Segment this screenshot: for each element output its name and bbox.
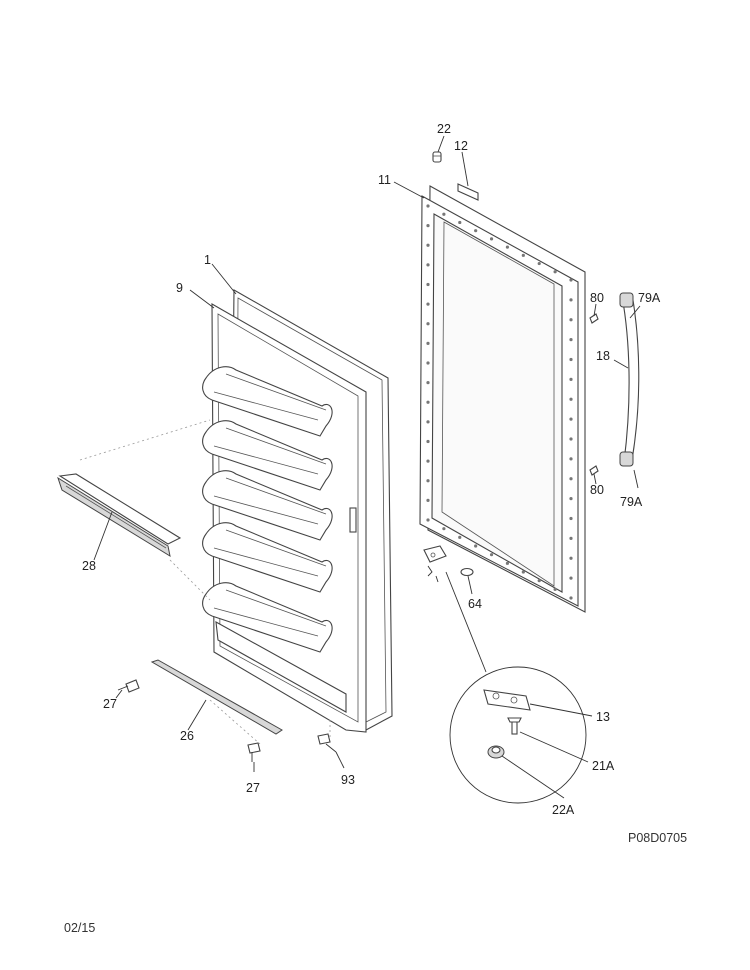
outer-door-panel: [419, 151, 586, 613]
rivet: [569, 417, 573, 421]
rivet: [569, 338, 573, 342]
rivet: [569, 497, 573, 501]
rivet: [553, 270, 557, 274]
callout-80-top: 80: [590, 291, 604, 305]
liner-bottom-ledge: [215, 621, 347, 713]
rivet: [569, 357, 573, 362]
door-shelf: [202, 366, 333, 437]
callout-18: 18: [596, 349, 610, 363]
handle-screw-bottom: [589, 465, 599, 476]
rivet: [426, 420, 430, 424]
rivet: [521, 253, 525, 257]
rivet: [505, 245, 510, 249]
rivet: [474, 229, 478, 233]
rivet: [569, 556, 573, 560]
rivet: [426, 361, 430, 365]
callout-93: 93: [341, 773, 355, 787]
rivet: [569, 477, 573, 481]
callout-27-bottom: 27: [246, 781, 260, 795]
nameplate: [457, 183, 479, 201]
rivet: [569, 576, 573, 580]
door-shelf: [202, 470, 333, 541]
rivet: [569, 536, 573, 540]
rivet: [521, 570, 525, 574]
door-shelf: [202, 420, 333, 491]
rivet: [537, 579, 541, 583]
latch-slot: [349, 507, 357, 533]
rivet: [537, 261, 541, 266]
date-code: 02/15: [64, 921, 95, 935]
callout-64: 64: [468, 597, 482, 611]
rivet: [426, 341, 430, 345]
rivet: [569, 397, 573, 401]
rivet: [569, 318, 573, 322]
rivet: [489, 553, 494, 557]
door-shelf: [202, 582, 333, 653]
rivet: [489, 237, 494, 241]
rivet: [569, 377, 573, 381]
rivet: [442, 212, 446, 216]
door-shelves: [202, 366, 347, 713]
bottom-trim-strip: [150, 659, 283, 735]
rivet: [569, 437, 573, 441]
callout-27-left: 27: [103, 697, 117, 711]
rivet: [426, 439, 430, 444]
rivet: [458, 220, 462, 225]
rivet: [505, 561, 510, 565]
callout-9: 9: [176, 281, 183, 295]
rivet: [553, 587, 557, 591]
hinge-detail-view: [445, 571, 587, 804]
callout-28: 28: [82, 559, 96, 573]
rivet: [426, 381, 430, 385]
rivet: [426, 400, 430, 404]
rivet: [426, 204, 430, 208]
callout-1: 1: [204, 253, 211, 267]
shelf-trim-strip: [57, 473, 182, 558]
callout-26: 26: [180, 729, 194, 743]
rivet: [426, 459, 430, 463]
rivet: [569, 516, 573, 521]
top-plug: [432, 151, 442, 163]
screw-93: [317, 733, 337, 753]
drawing-code: P08D0705: [628, 831, 687, 845]
door-liner-assembly: [79, 289, 393, 745]
rivet: [569, 457, 573, 461]
door-handle: [589, 292, 640, 476]
rivet: [426, 498, 430, 502]
door-shelf: [202, 522, 333, 593]
rivet: [426, 243, 430, 247]
rivet: [458, 535, 462, 539]
callout-80-bottom: 80: [590, 483, 604, 497]
leader-lines: [93, 135, 641, 799]
rivet: [474, 544, 478, 548]
screw-27-bottom: [247, 742, 261, 762]
lower-hinge-bracket: [423, 545, 447, 583]
callout-21a: 21A: [592, 759, 615, 773]
callout-22a: 22A: [552, 803, 575, 817]
rivet: [426, 518, 430, 522]
screw-27-left: [117, 679, 140, 693]
rivet: [426, 263, 430, 267]
rivet: [426, 282, 430, 287]
callout-79a-bottom: 79A: [620, 495, 643, 509]
washer: [460, 567, 474, 577]
callout-labels: 1 9 11 12 22 80 79A 18 80 79A 28 64 27 2…: [82, 122, 661, 817]
rivet: [426, 479, 430, 483]
callout-11: 11: [378, 173, 391, 187]
callout-13: 13: [596, 710, 610, 724]
rivet: [442, 527, 446, 531]
door-rivets: [426, 204, 573, 600]
callout-79a-top: 79A: [638, 291, 661, 305]
callout-22: 22: [437, 122, 451, 136]
rivet: [569, 278, 573, 282]
rivet: [569, 596, 573, 600]
rivet: [569, 298, 573, 302]
rivet: [426, 322, 430, 326]
rivet: [426, 224, 430, 228]
rivet: [426, 302, 430, 306]
callout-12: 12: [454, 139, 468, 153]
